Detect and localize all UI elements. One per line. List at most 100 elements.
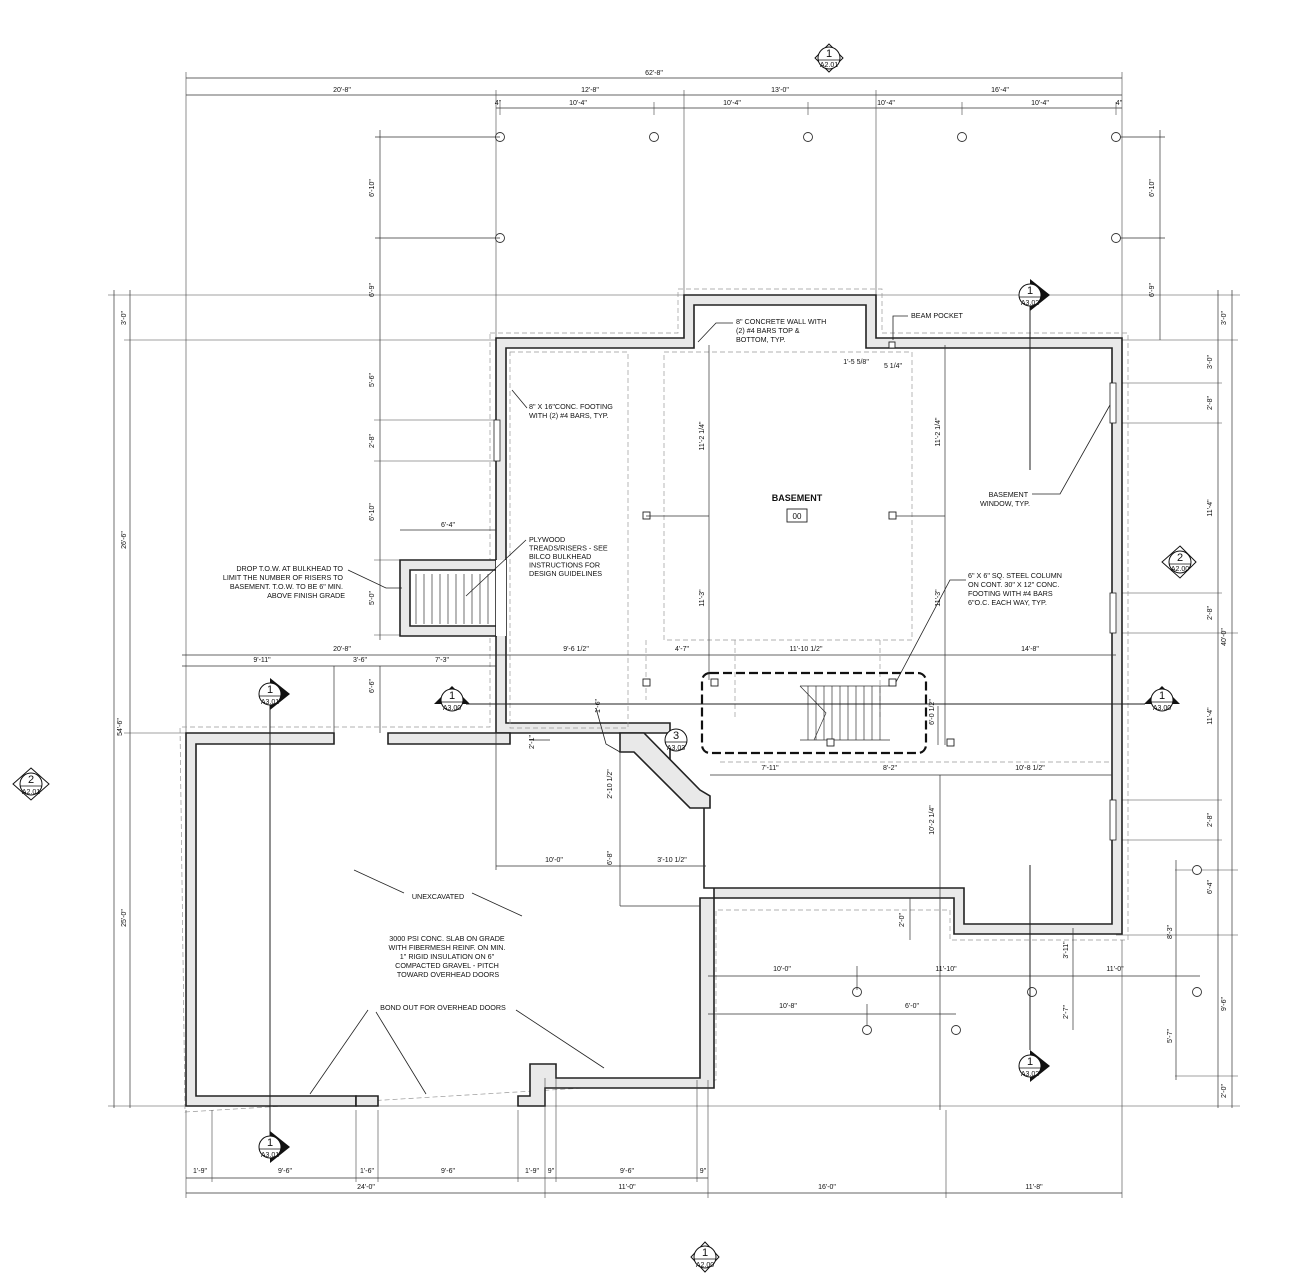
section-marker-top[interactable]: 1 A2.01 (814, 43, 844, 73)
section-marker-a301-bottom[interactable]: 1 A3.01 (258, 1131, 290, 1163)
dim-left-1: 3'-0" (121, 311, 128, 325)
dim-right-13: 5'-7" (1167, 1029, 1174, 1043)
dim-right-7: 2'-8" (1207, 606, 1214, 620)
section-marker-a300-left[interactable]: 1 A3.00 (434, 686, 470, 712)
dim-bot2-2: 11'-0" (618, 1184, 636, 1191)
dim-top2-5: 10'-4" (1031, 100, 1049, 107)
dim-int-q: 2'-1" (529, 735, 536, 749)
dim-int-m: 14'-8" (1021, 646, 1039, 653)
dim-bot2-4: 11'-8" (1025, 1184, 1043, 1191)
ref-sheet: A3.00 (1153, 705, 1171, 712)
note-steel-column: 6" X 6" SQ. STEEL COLUMN ON CONT. 30" X … (968, 571, 1064, 607)
dim-int-s: 6'-8" (607, 851, 614, 865)
detail-marker-a303[interactable]: 3 A3.03 (664, 728, 688, 752)
dim-int-i: 7'-3" (435, 657, 449, 664)
ref-num: 3 (673, 730, 679, 742)
section-marker-a300-right[interactable]: 1 A3.00 (1144, 686, 1180, 712)
dim-left-inner-2: 6'-9" (369, 283, 376, 297)
interior-stair (700, 671, 928, 755)
dim-right-2: 6'-9" (1149, 283, 1156, 297)
note-beam-pocket: BEAM POCKET (911, 311, 964, 320)
ref-num: 1 (826, 48, 832, 60)
ref-num: 2 (28, 774, 34, 786)
ref-num: 1 (702, 1247, 708, 1259)
dim-int-u: 3'-10 1/2" (657, 857, 687, 864)
leader-lines (309, 315, 1111, 1095)
porch-piers-top (375, 130, 1165, 640)
dim-int-ff: 11'-0" (1106, 966, 1124, 973)
dim-int-y: 6'-0 1/2" (929, 699, 936, 725)
general-notes: 8" CONCRETE WALL WITH (2) #4 BARS TOP & … (223, 311, 1064, 1012)
dim-left-overall: 54'-6" (117, 718, 124, 736)
ref-sheet: A3.03 (667, 745, 685, 752)
section-marker-right[interactable]: 2 A2.00 (1161, 545, 1197, 579)
note-bulkhead: DROP T.O.W. AT BULKHEAD TO LIMIT THE NUM… (223, 564, 345, 600)
dim-int-v: 7'-11" (761, 765, 779, 772)
ref-num: 2 (1177, 552, 1183, 564)
ref-sheet: A2.01 (820, 62, 838, 69)
section-marker-a302-top[interactable]: 1 A3.02 (1018, 279, 1050, 311)
dim-top2-6: 4" (1116, 100, 1123, 107)
dim-int-p: 1'-6" (595, 699, 602, 713)
dim-right-11: 8'-3" (1167, 925, 1174, 939)
dim-top2-4: 10'-4" (877, 100, 895, 107)
ref-sheet: A3.02 (1021, 1071, 1039, 1078)
note-bond-out: BOND OUT FOR OVERHEAD DOORS (380, 1003, 506, 1012)
dim-right-12: 9'-6" (1221, 997, 1228, 1011)
dim-int-ee: 11'-10" (935, 966, 957, 973)
dim-bot-8: 9" (700, 1168, 707, 1175)
dim-int-h: 3'-6" (353, 657, 367, 664)
dim-bot-4: 9'-6" (441, 1168, 455, 1175)
dim-int-hh: 6'-0" (905, 1003, 919, 1010)
interior-dimension-lines: 11'-2 1/4" 11'-2 1/4" 1'-5 5/8" 5 1/4" 6… (182, 345, 1200, 1110)
ref-num: 1 (267, 684, 273, 696)
section-marker-a301-top[interactable]: 1 A3.01 (258, 678, 290, 710)
dim-int-t: 10'-0" (545, 857, 563, 864)
dim-left-inner-4: 2'-8" (369, 434, 376, 448)
dim-right-10: 6'-4" (1207, 880, 1214, 894)
dim-int-c: 1'-5 5/8" (843, 359, 869, 366)
dim-left-2: 26'-6" (121, 531, 128, 549)
right-dimensions: 6'-10" 6'-9" 3'-0" 3'-0" 2'-8" 11'-4" 2'… (1116, 179, 1238, 1108)
dim-int-bb: 3'-11" (1063, 941, 1070, 959)
dim-int-l: 11'-10 1/2" (790, 646, 823, 653)
dim-bot-3: 1'-6" (360, 1168, 374, 1175)
dim-top2-2: 10'-4" (569, 100, 587, 107)
dim-int-cc: 2'-7" (1063, 1005, 1070, 1019)
dim-left-inner-6: 5'-0" (369, 591, 376, 605)
dim-int-x: 10'-8 1/2" (1015, 765, 1045, 772)
dim-top-overall: 62'-8" (645, 70, 663, 77)
dim-top2-1: 4" (495, 100, 502, 107)
dim-right-14: 2'-0" (1221, 1084, 1228, 1098)
dim-left-3: 25'-0" (121, 909, 128, 927)
ref-num: 1 (1027, 285, 1033, 297)
dim-left-inner-1: 6'-10" (369, 179, 376, 197)
dim-right-9: 2'-8" (1207, 813, 1214, 827)
dim-int-f: 20'-8" (333, 646, 351, 653)
dim-top-4: 16'-4" (991, 87, 1009, 94)
dim-int-a: 11'-2 1/4" (699, 421, 706, 451)
note-slab: 3000 PSI CONC. SLAB ON GRADE WITH FIBERM… (389, 934, 508, 979)
interior-footings (509, 351, 1112, 763)
ref-sheet: A3.01 (261, 699, 279, 706)
section-marker-left[interactable]: 2 A2.01 (12, 767, 50, 801)
ref-sheet: A2.00 (696, 1262, 714, 1269)
ref-sheet: A2.01 (22, 789, 40, 796)
room-name: BASEMENT (772, 493, 823, 503)
section-marker-bottom[interactable]: 1 A2.00 (690, 1241, 720, 1273)
dim-right-3: 3'-0" (1221, 311, 1228, 325)
dim-int-k: 4'-7" (675, 646, 689, 653)
dim-bot-6: 9" (548, 1168, 555, 1175)
dim-int-d: 5 1/4" (884, 363, 903, 370)
dim-int-w: 8'-2" (883, 765, 897, 772)
dim-bot-7: 9'-6" (620, 1168, 634, 1175)
dim-top-2: 12'-8" (581, 87, 599, 94)
dim-bot2-1: 24'-0" (357, 1184, 375, 1191)
section-marker-a302-bottom[interactable]: 1 A3.02 (1018, 1050, 1050, 1082)
left-dimensions: 54'-6" 3'-0" 26'-6" 25'-0" 6'-10" 6'-9" … (108, 179, 1240, 1108)
bulkhead-stairs (415, 574, 489, 624)
dim-int-g: 9'-11" (253, 657, 271, 664)
ref-num: 1 (1159, 690, 1165, 702)
dim-right-8: 11'-4" (1207, 707, 1214, 725)
